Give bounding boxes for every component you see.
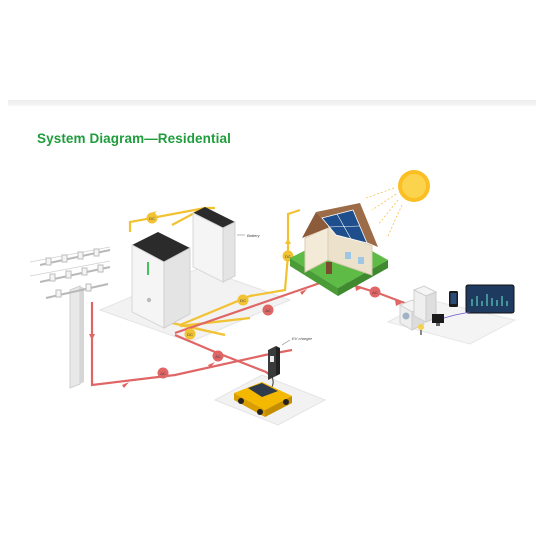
page-title: System Diagram—Residential bbox=[37, 131, 231, 146]
top-divider bbox=[8, 100, 536, 106]
ac-label-dots: AC AC AC AC bbox=[157, 286, 381, 379]
svg-text:EV charger: EV charger bbox=[292, 336, 313, 341]
monitor-icon bbox=[465, 284, 515, 314]
dc-label-dots: DC DC DC DC bbox=[146, 212, 294, 340]
lamp-icon bbox=[418, 324, 424, 335]
svg-text:DC: DC bbox=[149, 216, 155, 221]
svg-text:DC: DC bbox=[240, 298, 246, 303]
svg-text:Battery: Battery bbox=[247, 233, 261, 238]
svg-text:DC: DC bbox=[285, 254, 291, 259]
solar-panel-icon bbox=[321, 209, 368, 244]
appliance-link-line bbox=[443, 311, 471, 319]
sun-icon bbox=[365, 170, 430, 237]
ev-charger-callout: EV charger bbox=[281, 336, 313, 346]
svg-text:AC: AC bbox=[160, 371, 166, 376]
svg-text:AC: AC bbox=[215, 354, 221, 359]
car-icon bbox=[234, 382, 292, 417]
inverter-icon bbox=[192, 207, 236, 283]
battery-callout: Battery bbox=[237, 233, 261, 238]
small-display-icon bbox=[432, 314, 444, 326]
svg-text:DC: DC bbox=[187, 332, 193, 337]
power-pole-icon bbox=[29, 246, 111, 389]
svg-text:AC: AC bbox=[265, 308, 271, 313]
battery-icon bbox=[131, 232, 191, 329]
phone-icon bbox=[449, 291, 458, 307]
svg-text:AC: AC bbox=[372, 290, 378, 295]
